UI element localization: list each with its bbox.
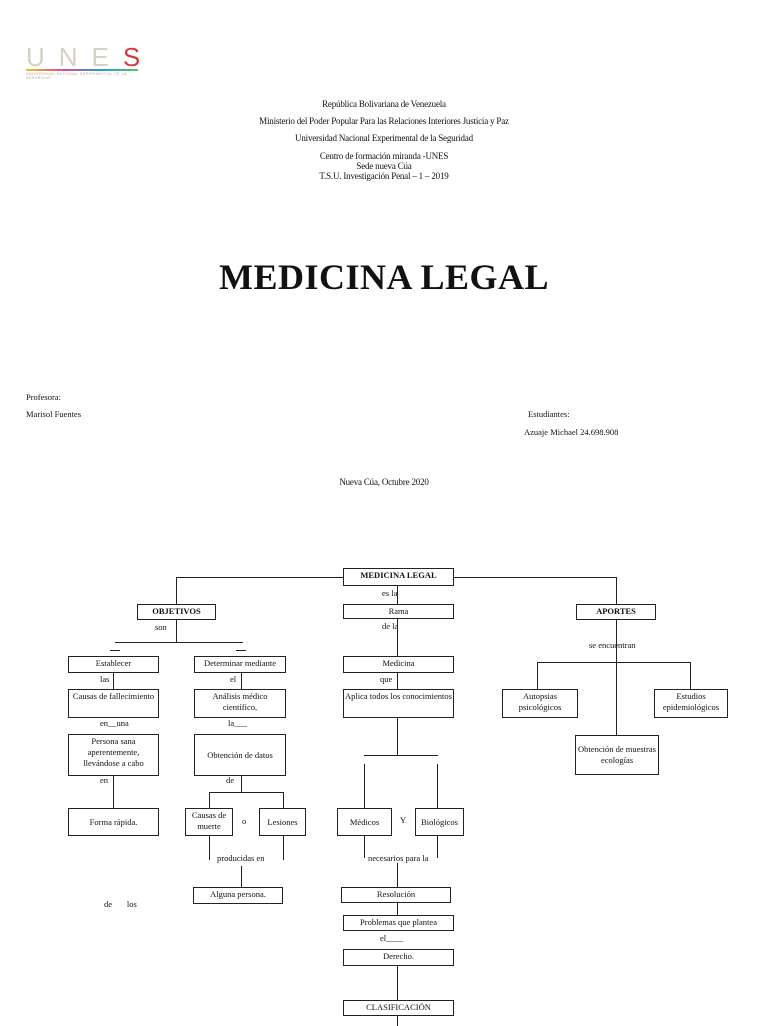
connector-y: Y xyxy=(400,815,407,825)
box-medicos: Médicos xyxy=(337,808,392,836)
connector-line xyxy=(209,792,284,793)
connector-line xyxy=(113,673,114,689)
connector-line xyxy=(241,776,242,792)
connector-son: son xyxy=(155,622,167,632)
connector-line xyxy=(437,764,438,808)
connector-de-los: de los xyxy=(104,899,137,909)
connector-que: que xyxy=(380,674,393,684)
box-obtencion-datos: Obtención de datos xyxy=(194,734,286,776)
box-obtencion-muestras: Obtención de muestras ecologías xyxy=(575,735,659,775)
connector-line xyxy=(397,862,398,887)
connector-line xyxy=(364,755,438,756)
professor-name: Marisol Fuentes xyxy=(26,409,82,419)
box-rama: Rama xyxy=(343,604,454,619)
connector-line xyxy=(616,620,617,735)
header-center: Centro de formación miranda -UNES xyxy=(319,151,449,161)
connector-de: de xyxy=(226,775,235,785)
connector-line xyxy=(241,866,242,887)
connector-el-2: el____ xyxy=(380,933,404,943)
connector-line xyxy=(364,764,365,808)
connector-producidas-en: producidas en xyxy=(215,853,267,863)
box-objetivos: OBJETIVOS xyxy=(137,604,216,620)
box-estudios: Estudios epidemiológicos xyxy=(654,689,728,718)
box-analisis: Análisis médico científico, xyxy=(194,689,286,718)
box-establecer: Establecer xyxy=(68,656,159,673)
header-tsu: T.S.U. Investigación Penal – 1 – 2019 xyxy=(319,171,449,181)
connector-es-la: es la xyxy=(382,588,398,598)
connector-line xyxy=(397,718,398,755)
box-alguna-persona: Alguna persona. xyxy=(193,887,283,904)
logo-text: UNES xyxy=(26,42,155,72)
place-date: Nueva Cúa, Octubre 2020 xyxy=(339,477,429,487)
box-derecho: Derecho. xyxy=(343,949,454,966)
connector-line xyxy=(283,792,284,808)
box-problemas: Problemas que plantea xyxy=(343,915,454,931)
connector-line xyxy=(364,836,365,858)
header-sede: Sede nueva Cúa xyxy=(356,161,412,171)
connector-line xyxy=(110,650,120,651)
connector-de-la: de la xyxy=(382,621,399,631)
box-persona-sana: Persona sana aperentemente, llevándose a… xyxy=(68,734,159,776)
logo-tagline: UNIVERSIDAD NACIONAL EXPERIMENTAL DE LA … xyxy=(26,72,127,80)
header-university: Universidad Nacional Experimental de la … xyxy=(295,133,473,143)
connector-la: la___ xyxy=(228,718,247,728)
connector-se-encuentran: se encuentran xyxy=(589,640,636,650)
connector-en: en xyxy=(100,775,109,785)
connector-las: las xyxy=(100,674,110,684)
connector-line xyxy=(537,662,691,663)
connector-line xyxy=(397,618,398,656)
connector-necesarios-para-la: necesarios para la xyxy=(366,853,431,863)
connector-line xyxy=(397,1016,398,1026)
students-label: Estudiantes: xyxy=(528,409,570,419)
connector-line xyxy=(236,650,246,651)
box-biologicos: Biológicos xyxy=(415,808,464,836)
connector-line xyxy=(113,776,114,808)
box-clasificacion: CLASIFICACIÓN xyxy=(343,1000,454,1016)
connector-line xyxy=(437,836,438,858)
box-lesiones: Lesiones xyxy=(259,808,306,836)
connector-en-una: en__una xyxy=(100,718,129,728)
box-aplica: Aplica todos los conocimientos xyxy=(343,689,454,718)
connector-line xyxy=(397,903,398,915)
box-aportes: APORTES xyxy=(576,604,656,620)
document-title: MEDICINA LEGAL xyxy=(218,257,550,297)
connector-line xyxy=(397,586,398,604)
student-name: Azuaje Michael 24.698.908 xyxy=(524,427,619,437)
connector-line xyxy=(397,965,398,1000)
connector-line xyxy=(283,836,284,860)
connector-line xyxy=(176,620,177,642)
box-causas-fallecimiento: Causas de fallecimiento xyxy=(68,689,159,718)
connector-line xyxy=(397,673,398,689)
connector-line xyxy=(537,662,538,689)
connector-line xyxy=(115,642,243,643)
connector-line xyxy=(176,577,177,604)
box-medicina-legal: MEDICINA LEGAL xyxy=(343,568,454,586)
connector-el: el xyxy=(230,674,237,684)
connector-line xyxy=(209,792,210,808)
connector-line xyxy=(616,577,617,604)
unes-logo: UNES UNIVERSIDAD NACIONAL EXPERIMENTAL D… xyxy=(26,42,140,80)
box-medicina: Medicina xyxy=(343,656,454,673)
box-resolucion: Resolución xyxy=(341,887,451,903)
connector-line xyxy=(690,662,691,689)
header-republic: República Bolivariana de Venezuela xyxy=(322,99,446,109)
box-causas-muerte: Causas de muerte xyxy=(185,808,233,836)
professor-label: Profesora: xyxy=(26,392,61,402)
box-forma-rapida: Forma rápida. xyxy=(68,808,159,836)
box-determinar: Determinar mediante xyxy=(194,656,286,673)
connector-line xyxy=(241,673,242,689)
connector-o: o xyxy=(242,816,247,826)
box-autopsias: Autopsias psicológicos xyxy=(502,689,578,718)
connector-line xyxy=(209,836,210,860)
header-ministry: Ministerio del Poder Popular Para las Re… xyxy=(259,116,509,126)
logo-stripe xyxy=(26,69,138,71)
